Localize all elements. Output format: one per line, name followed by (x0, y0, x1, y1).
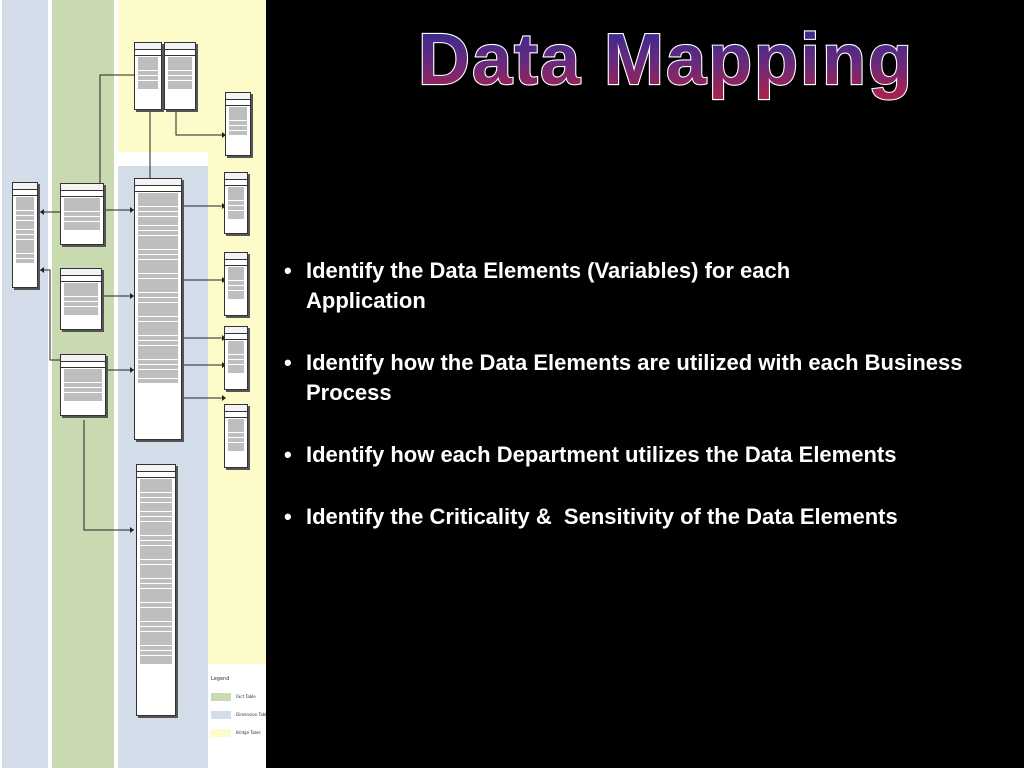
bullet-list: • Identify the Data Elements (Variables)… (282, 256, 1012, 532)
legend-swatch (211, 729, 231, 737)
erd-table (164, 42, 196, 110)
diagram-connectors (40, 74, 226, 533)
bullet-item: • Identify how each Department utilizes … (282, 440, 1012, 470)
diagram-legend: Legend Fact Table Dimension Table Bridge… (208, 670, 266, 750)
erd-table (225, 92, 251, 156)
erd-table (224, 172, 248, 234)
bullet-glyph: • (284, 504, 292, 529)
slide-title: Data Mapping (406, 16, 926, 106)
legend-label: Bridge Table (236, 730, 261, 735)
legend-swatch (211, 693, 231, 701)
bullet-text: Identify how the Data Elements are utili… (306, 350, 963, 405)
legend-item-bridge: Bridge Table (211, 728, 265, 738)
bullet-glyph: • (284, 258, 292, 283)
erd-table (224, 404, 248, 468)
erd-table (136, 464, 176, 716)
bullet-text: Identify the Data Elements (Variables) f… (306, 258, 791, 313)
erd-table (224, 326, 248, 390)
legend-swatch (211, 711, 231, 719)
legend-item-fact: Fact Table (211, 692, 265, 702)
bullet-glyph: • (284, 350, 292, 375)
erd-table (60, 354, 106, 416)
legend-label: Fact Table (236, 694, 256, 699)
erd-table (12, 182, 38, 288)
erd-table (134, 178, 182, 440)
erd-table (60, 268, 102, 330)
er-diagram: Legend Fact Table Dimension Table Bridge… (0, 0, 266, 768)
bullet-text: Identify the Criticality & Sensitivity o… (306, 504, 898, 529)
bullet-item: • Identify how the Data Elements are uti… (282, 348, 1012, 408)
erd-table (134, 42, 162, 110)
erd-table (224, 252, 248, 316)
dimension-band (2, 0, 48, 768)
bullet-item: • Identify the Data Elements (Variables)… (282, 256, 1012, 316)
bullet-text: Identify how each Department utilizes th… (306, 442, 897, 467)
title-text: Data Mapping (418, 20, 914, 100)
legend-title: Legend (211, 676, 230, 682)
erd-table (60, 183, 104, 245)
title-wordart: Data Mapping (417, 19, 914, 101)
bullet-item: • Identify the Criticality & Sensitivity… (282, 502, 1012, 532)
legend-item-dimension: Dimension Table (211, 710, 266, 720)
legend-label: Dimension Table (236, 712, 266, 717)
bullet-glyph: • (284, 442, 292, 467)
